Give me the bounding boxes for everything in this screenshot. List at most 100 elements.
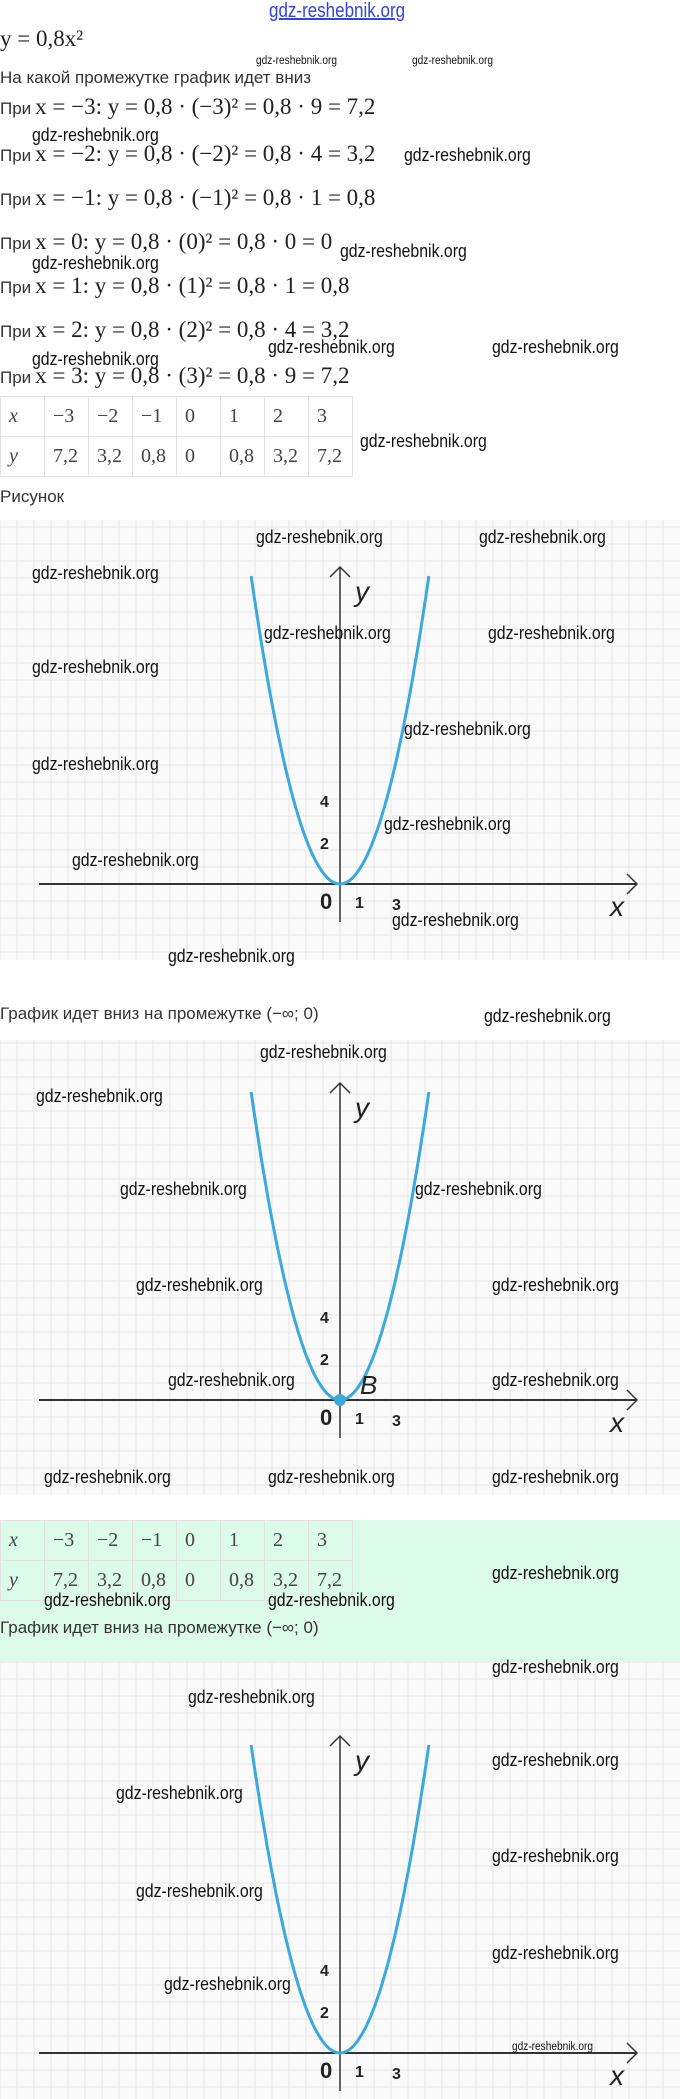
calc-row-formula: x = 1: y = 0,8 · (1)² = 0,8 · 1 = 0,8 [35, 273, 350, 298]
y-tick-label: 4 [320, 794, 329, 811]
x-tick-label: 1 [355, 2064, 364, 2081]
watermark-text: gdz-reshebnik.org [164, 1974, 291, 1994]
calc-row-prefix: При [0, 278, 32, 297]
watermark-text: gdz-reshebnik.org [492, 1563, 619, 1583]
question: На какой промежутке график идет вниз [0, 68, 312, 87]
watermark-text: gdz-reshebnik.org [32, 563, 159, 583]
y-axis-label: y [353, 1092, 371, 1123]
y-axis-label: y [353, 576, 371, 607]
calc-row-prefix: При [0, 368, 32, 387]
origin-label: 0 [320, 2058, 332, 2083]
watermark-text: gdz-reshebnik.org [136, 1881, 263, 1901]
table-header-x: x [0, 1520, 45, 1561]
watermark-text: gdz-reshebnik.org [492, 1750, 619, 1770]
watermark-text: gdz-reshebnik.org [488, 623, 615, 643]
watermark-text: gdz-reshebnik.org [415, 1179, 542, 1199]
watermark-text: gdz-reshebnik.org [492, 1846, 619, 1866]
table-cell: 0,8 [220, 436, 265, 477]
calc-row-prefix: При [0, 99, 32, 118]
watermark-text: gdz-reshebnik.org [492, 1657, 619, 1677]
table-cell: 3 [308, 1520, 353, 1561]
table-cell: 0 [176, 1560, 221, 1601]
watermark-text: gdz-reshebnik.org [492, 337, 619, 357]
watermark-text: gdz-reshebnik.org [116, 1783, 243, 1803]
watermark-text: gdz-reshebnik.org [412, 55, 494, 67]
point-b-marker [334, 1394, 346, 1406]
table-cell: 3,2 [264, 436, 309, 477]
calc-row-prefix: При [0, 146, 32, 165]
x-tick-label: 1 [355, 1411, 364, 1428]
y-axis-arrow-icon [329, 1081, 351, 1094]
watermark-text: gdz-reshebnik.org [256, 55, 338, 67]
table-header-y: y [0, 436, 45, 477]
x-tick-label: 3 [392, 1413, 401, 1430]
watermark-text: gdz-reshebnik.org [168, 946, 295, 966]
table-row-y: y 7,2 3,2 0,8 0 0,8 3,2 7,2 [0, 1560, 353, 1601]
watermark-text: gdz-reshebnik.org [492, 1370, 619, 1390]
calc-row-prefix: При [0, 234, 32, 253]
calc-row-formula: x = 0: y = 0,8 · (0)² = 0,8 · 0 = 0 [35, 229, 333, 254]
y-axis-arrow-icon [329, 1734, 351, 1747]
table-cell: 0 [176, 396, 221, 437]
watermark-text: gdz-reshebnik.org [268, 1590, 395, 1610]
watermark-text: gdz-reshebnik.org [32, 125, 159, 145]
table-header-x: x [0, 396, 45, 437]
table-header-y: y [0, 1560, 45, 1601]
table-row-x: x −3 −2 −1 0 1 2 3 [0, 396, 353, 437]
watermark-text: gdz-reshebnik.org [36, 1086, 163, 1106]
watermark-text: gdz-reshebnik.org [360, 431, 487, 451]
table-cell: 7,2 [44, 436, 89, 477]
table-cell: 0,8 [132, 1560, 177, 1601]
watermark-text: gdz-reshebnik.org [479, 527, 606, 547]
table-cell: 1 [220, 396, 265, 437]
calc-row-formula: x = 2: y = 0,8 · (2)² = 0,8 · 4 = 3,2 [35, 317, 350, 342]
x-tick-label: 3 [392, 2066, 401, 2083]
table-cell: 2 [264, 396, 309, 437]
calc-row-prefix: При [0, 322, 32, 341]
parabola-curve [249, 575, 431, 886]
watermark-text: gdz-reshebnik.org [268, 1467, 395, 1487]
watermark-text: gdz-reshebnik.org [492, 1467, 619, 1487]
watermark-text: gdz-reshebnik.org [136, 1275, 263, 1295]
answer-text: График идет вниз на промежутке (−∞; 0) [0, 1004, 319, 1023]
calc-row-formula: x = −2: y = 0,8 · (−2)² = 0,8 · 4 = 3,2 [35, 141, 376, 166]
watermark-text: gdz-reshebnik.org [512, 2041, 594, 2053]
values-table-highlighted: x −3 −2 −1 0 1 2 3 y 7,2 3,2 0,8 0 0,8 3… [0, 1520, 353, 1601]
site-watermark-link[interactable]: gdz-reshebnik.org [269, 0, 406, 22]
y-tick-label: 4 [320, 1963, 329, 1980]
figure-label: Рисунок [0, 487, 65, 506]
table-cell: 1 [220, 1520, 265, 1561]
watermark-text: gdz-reshebnik.org [168, 1370, 295, 1390]
watermark-text: gdz-reshebnik.org [32, 349, 159, 369]
watermark-text: gdz-reshebnik.org [404, 719, 531, 739]
table-cell: −1 [132, 1520, 177, 1561]
watermark-text: gdz-reshebnik.org [492, 1943, 619, 1963]
watermark-text: gdz-reshebnik.org [492, 1275, 619, 1295]
y-tick-label: 2 [320, 2005, 329, 2022]
y-tick-label: 2 [320, 836, 329, 853]
watermark-text: gdz-reshebnik.org [120, 1179, 247, 1199]
values-table: x −3 −2 −1 0 1 2 3 y 7,2 3,2 0,8 0 0,8 3… [0, 396, 353, 477]
table-cell: 0,8 [220, 1560, 265, 1601]
table-cell: 0 [176, 1520, 221, 1561]
watermark-text: gdz-reshebnik.org [32, 253, 159, 273]
calc-row-formula: x = 3: y = 0,8 · (3)² = 0,8 · 9 = 7,2 [35, 363, 350, 388]
table-cell: −1 [132, 396, 177, 437]
watermark-text: gdz-reshebnik.org [260, 1042, 387, 1062]
table-cell: −3 [44, 396, 89, 437]
watermark-text: gdz-reshebnik.org [268, 337, 395, 357]
origin-label: 0 [320, 1405, 332, 1430]
watermark-text: gdz-reshebnik.org [404, 145, 531, 165]
x-axis-label: x [608, 891, 625, 922]
table-row-x: x −3 −2 −1 0 1 2 3 [0, 1520, 353, 1561]
watermark-text: gdz-reshebnik.org [484, 1006, 611, 1026]
y-axis-arrow-icon [329, 565, 351, 578]
table-cell: 2 [264, 1520, 309, 1561]
x-tick-label: 1 [355, 895, 364, 912]
